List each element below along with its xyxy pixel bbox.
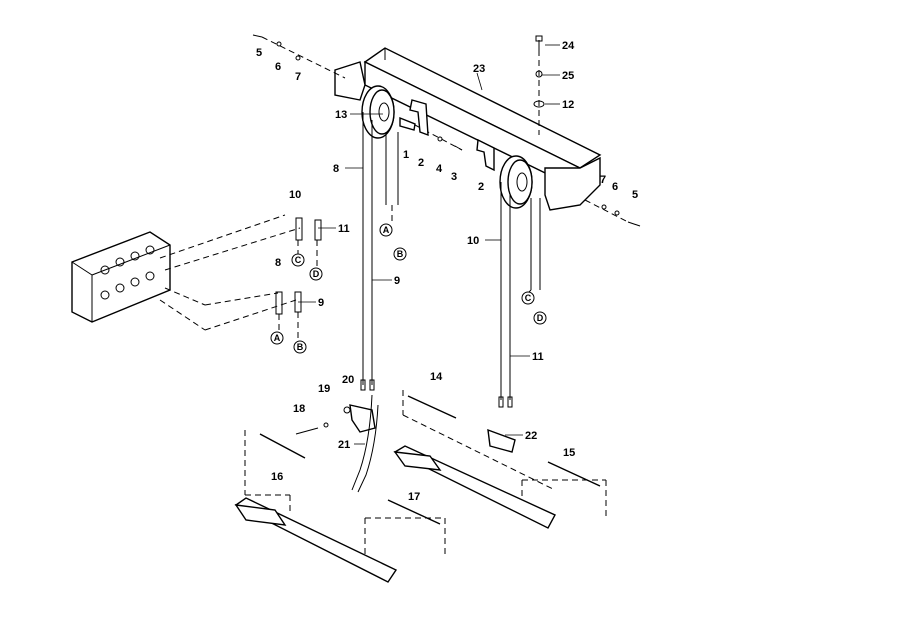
valve-block	[71, 214, 301, 331]
connector-markers: A B C D A B C D	[270, 205, 547, 354]
hoses	[351, 112, 541, 493]
callout-9b: 9	[394, 275, 400, 287]
callout-10: 10	[289, 189, 301, 201]
callout-19: 19	[318, 383, 330, 395]
callout-15: 15	[563, 447, 575, 459]
connector-C: C	[525, 293, 532, 303]
callout-10b: 10	[467, 235, 479, 247]
callout-8b: 8	[275, 257, 281, 269]
rods	[259, 390, 601, 525]
callout-5b: 5	[632, 189, 638, 201]
callouts: 5 6 7 23 24 25 12 13 1 2 4 3 2 7 6 5 8 1…	[256, 40, 638, 503]
callout-7: 7	[295, 71, 301, 83]
callout-6: 6	[275, 61, 281, 73]
callout-22: 22	[525, 430, 537, 442]
callout-3: 3	[451, 171, 457, 183]
cylinders	[234, 430, 607, 583]
callout-17: 17	[408, 491, 420, 503]
connector-B: B	[397, 249, 404, 259]
callout-8: 8	[333, 163, 339, 175]
callout-11b: 11	[532, 351, 544, 363]
callout-7b: 7	[600, 174, 606, 186]
callout-16: 16	[271, 471, 283, 483]
bolts	[252, 34, 641, 227]
callout-25: 25	[562, 70, 574, 82]
callout-2b: 2	[478, 181, 484, 193]
callout-12: 12	[562, 99, 574, 111]
callout-4: 4	[436, 163, 443, 175]
callout-24: 24	[562, 40, 575, 52]
brackets	[349, 99, 516, 453]
connector-D: D	[537, 313, 544, 323]
callout-9: 9	[318, 297, 324, 309]
callout-13: 13	[335, 109, 347, 121]
connector-C: C	[295, 255, 302, 265]
callout-23: 23	[473, 63, 485, 75]
callout-5: 5	[256, 47, 262, 59]
pulley-left	[361, 85, 395, 139]
connector-A: A	[383, 225, 390, 235]
leader-lines	[298, 44, 560, 445]
callout-11: 11	[338, 223, 350, 235]
callout-20: 20	[342, 374, 354, 386]
callout-6b: 6	[612, 181, 618, 193]
callout-21: 21	[338, 439, 350, 451]
callout-2: 2	[418, 157, 424, 169]
connector-A: A	[274, 333, 281, 343]
callout-1: 1	[403, 149, 409, 161]
pulley-right	[499, 155, 533, 209]
callout-18: 18	[293, 403, 305, 415]
connector-D: D	[313, 269, 320, 279]
callout-14: 14	[430, 371, 443, 383]
frame-beam	[334, 47, 602, 211]
connector-B: B	[297, 342, 304, 352]
